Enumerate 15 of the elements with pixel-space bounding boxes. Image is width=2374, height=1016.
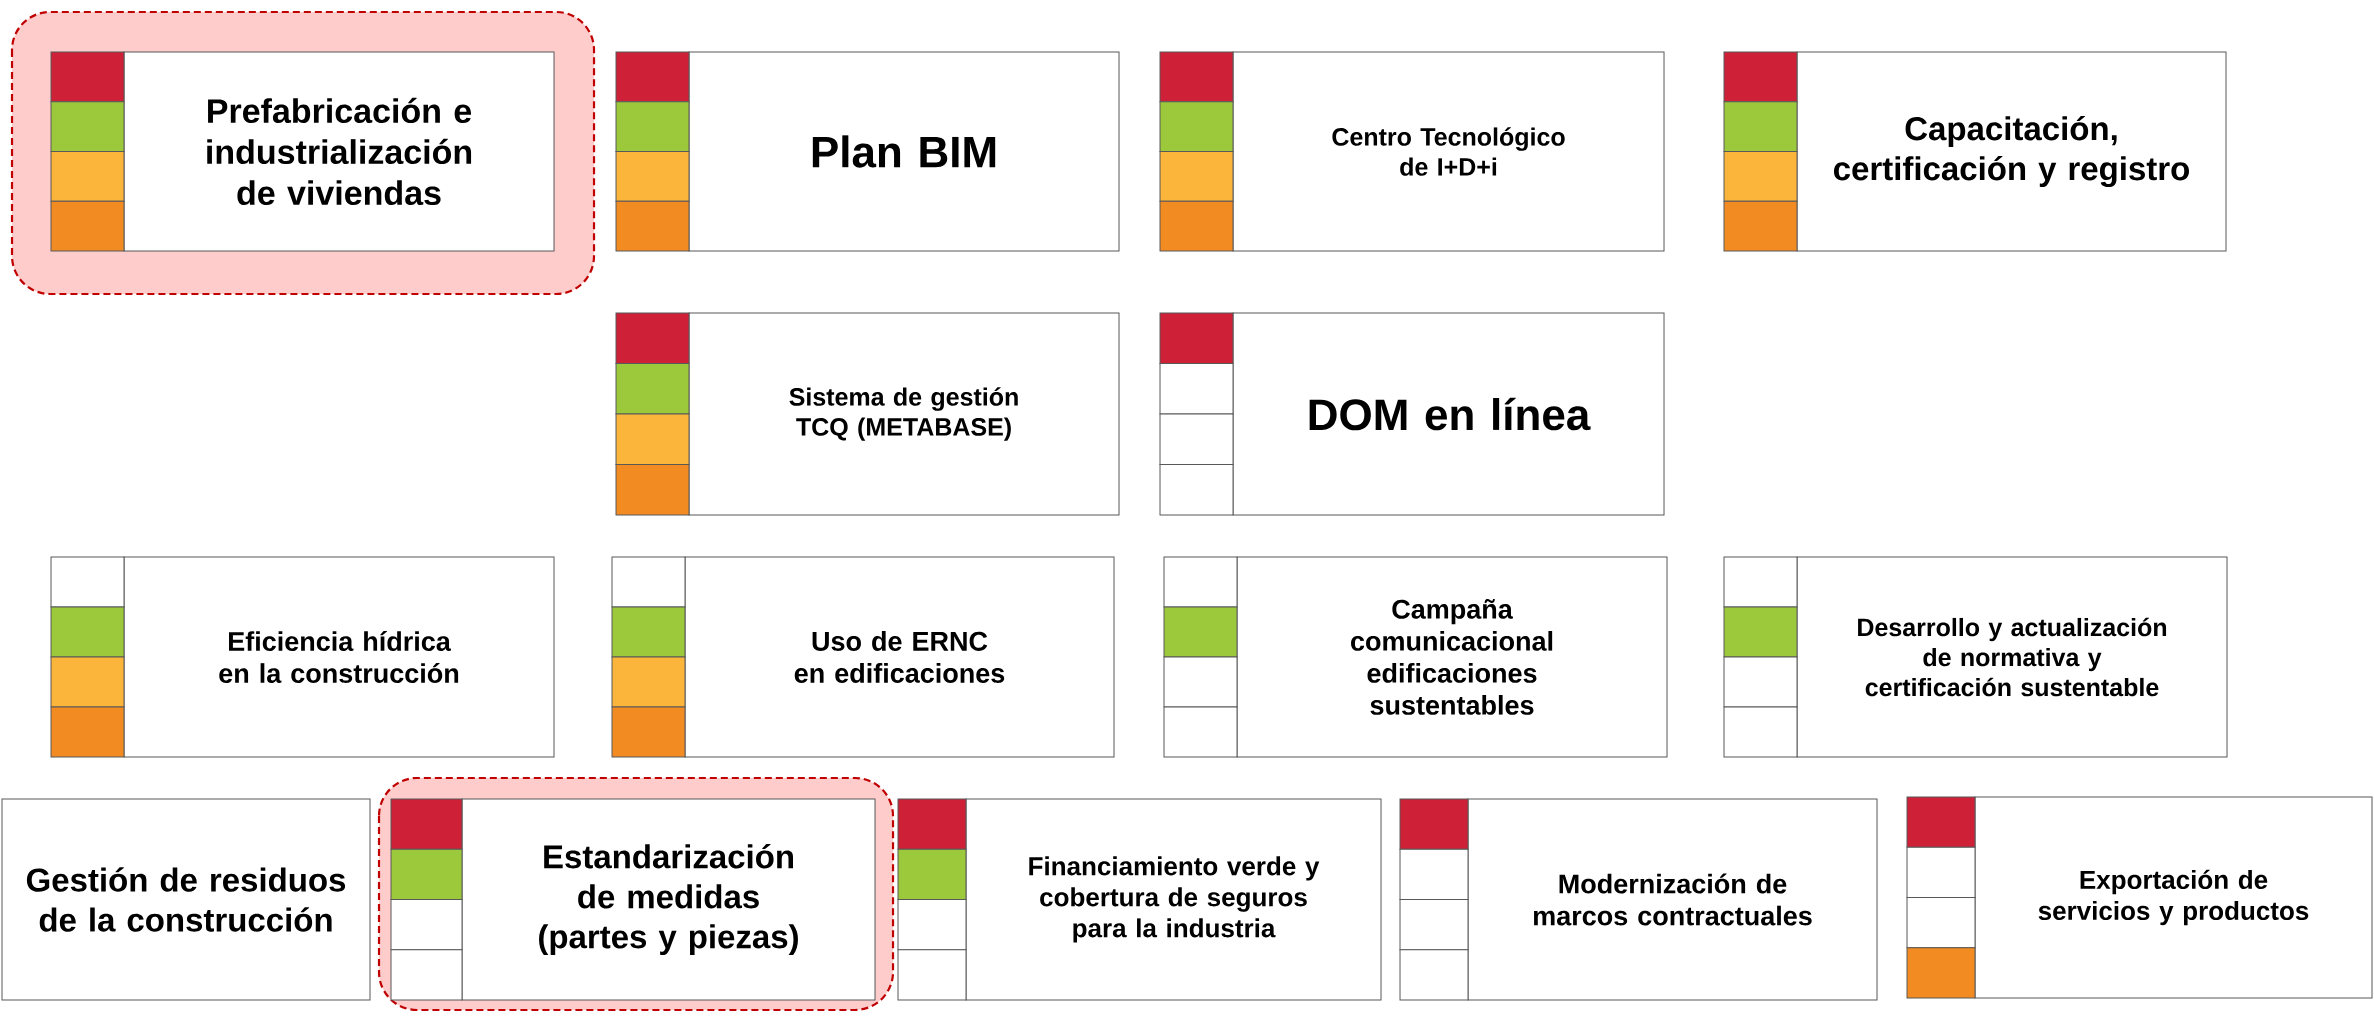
status-box: Sistema de gestión TCQ (METABASE) xyxy=(688,312,1120,516)
status-box: Exportación de servicios y productos xyxy=(1974,796,2373,999)
status-box: Uso de ERNC en edificaciones xyxy=(684,556,1115,758)
status-box: DOM en línea xyxy=(1232,312,1665,516)
status-box: Desarrollo y actualización de normativa y certificación sustentable xyxy=(1796,556,2228,758)
status-box: Campaña comunicacional edificaciones sustentables xyxy=(1236,556,1668,758)
status-box: Eficiencia hídrica en la construcción xyxy=(123,556,555,758)
status-box: Plan BIM xyxy=(688,51,1120,252)
status-box: Capacitación, certificación y registro xyxy=(1796,51,2227,252)
status-box: Gestión de residuos de la construcción xyxy=(1,798,371,1001)
status-box: Prefabricación e industrialización de viviendas xyxy=(123,51,555,252)
status-box: Centro Tecnológico de I+D+i xyxy=(1232,51,1665,252)
status-box: Modernización de marcos contractuales xyxy=(1467,798,1878,1001)
status-box: Estandarización de medidas (partes y piezas) xyxy=(461,798,876,1001)
status-box: Financiamiento verde y cobertura de seguros para la industria xyxy=(965,798,1382,1001)
